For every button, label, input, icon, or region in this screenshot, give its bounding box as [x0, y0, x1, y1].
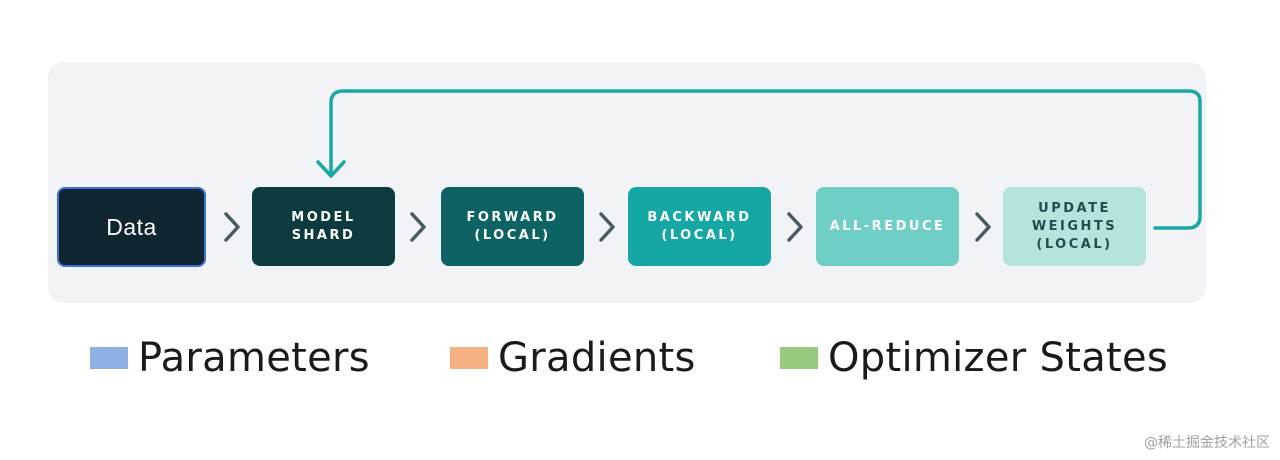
chevron-right-icon	[973, 210, 993, 244]
chevron-right-icon	[785, 210, 805, 244]
chevron-right-icon	[597, 210, 617, 244]
legend-item-parameters: Parameters	[90, 330, 370, 386]
stage-model-shard: MODEL SHARD	[252, 187, 395, 266]
stage-update-weights-local: UPDATE WEIGHTS (LOCAL)	[1003, 187, 1146, 266]
pipeline-panel	[48, 62, 1206, 303]
legend-swatch	[90, 347, 128, 369]
stage-all-reduce: ALL-REDUCE	[816, 187, 959, 266]
chevron-right-icon	[222, 210, 242, 244]
legend-label: Gradients	[498, 335, 696, 381]
legend-swatch	[450, 347, 488, 369]
legend-item-gradients: Gradients	[450, 330, 696, 386]
chevron-right-icon	[408, 210, 428, 244]
legend-item-optimizer-states: Optimizer States	[780, 330, 1168, 386]
legend-label: Optimizer States	[828, 335, 1169, 381]
stage-forward-local: FORWARD (LOCAL)	[441, 187, 584, 266]
watermark: @稀土掘金技术社区	[1144, 435, 1270, 451]
legend-swatch	[780, 347, 818, 369]
stage-backward-local: BACKWARD (LOCAL)	[628, 187, 771, 266]
legend-label: Parameters	[138, 335, 370, 381]
stage-data: Data	[57, 187, 206, 267]
